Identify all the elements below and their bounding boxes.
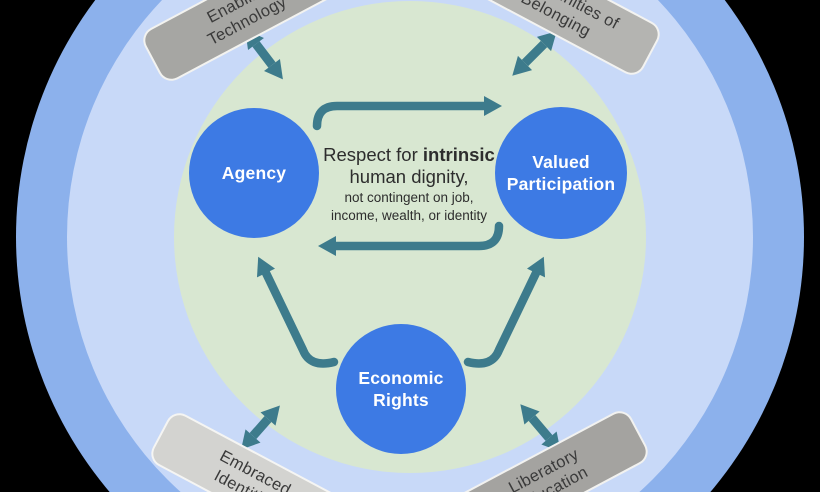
- center-message-line1-regular: Respect for: [323, 144, 423, 165]
- center-message-line1-bold: intrinsic: [422, 144, 495, 165]
- node-agency-label: Agency: [221, 163, 287, 183]
- center-message: Respect for intrinsic human dignity, not…: [303, 144, 515, 224]
- center-message-line1: Respect for intrinsic: [303, 144, 515, 166]
- node-valued-participation: Valued Participation: [495, 107, 627, 239]
- center-message-line2: human dignity,: [349, 166, 469, 187]
- node-economic-rights: Economic Rights: [336, 324, 466, 454]
- center-message-line4: income, wealth, or identity: [330, 208, 488, 223]
- center-message-line3: not contingent on job,: [344, 190, 474, 205]
- node-agency: Agency: [189, 108, 319, 238]
- node-valued-participation-label: Valued Participation: [506, 152, 616, 194]
- node-economic-rights-label: Economic Rights: [358, 368, 444, 410]
